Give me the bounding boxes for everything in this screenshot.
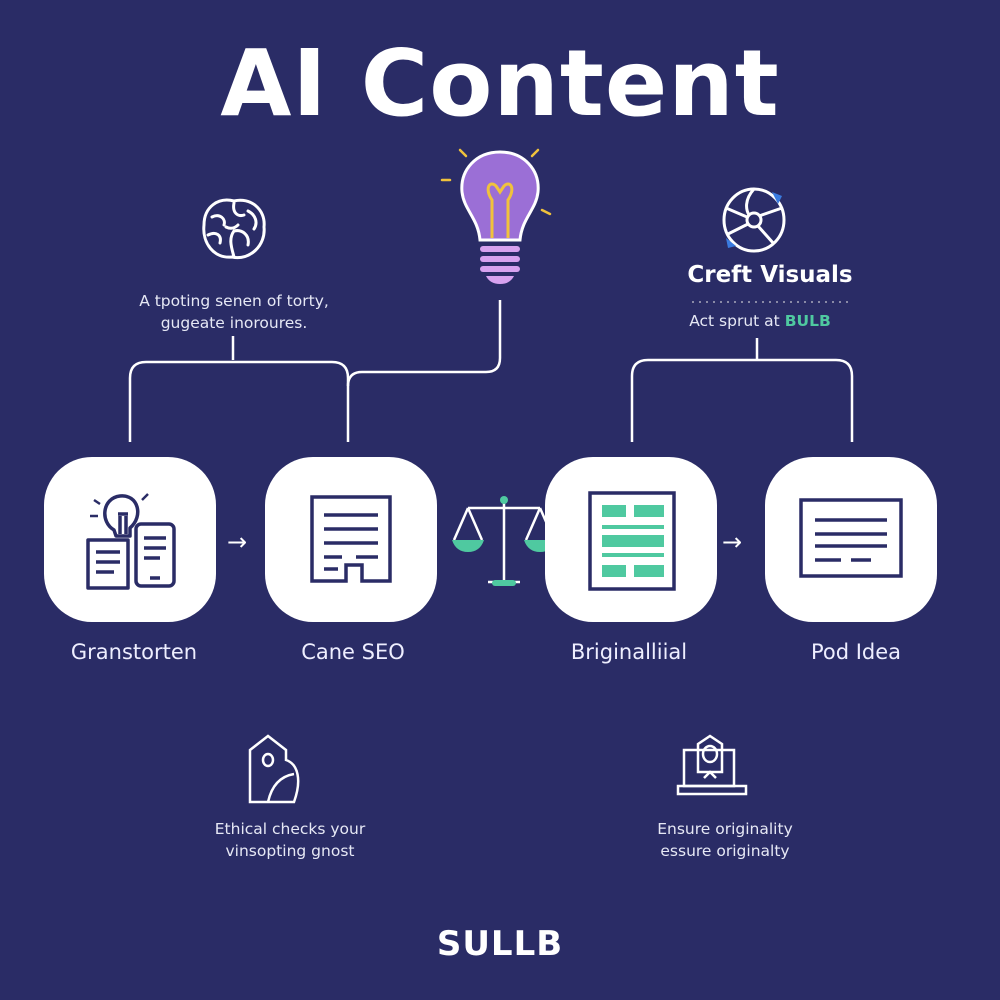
step-card-1[interactable] [44, 457, 216, 622]
desc-line: vinsopting gnost [225, 842, 355, 860]
globe-icon [722, 187, 786, 253]
step-card-2[interactable] [265, 457, 437, 622]
creft-visuals-heading: Creft Visuals [687, 262, 853, 288]
step-card-3[interactable] [545, 457, 717, 622]
top-right-description: Act sprut at BULB [650, 310, 870, 332]
desc-line: Ethical checks your [214, 820, 366, 838]
step-label-2: Cane SEO [301, 640, 405, 664]
arrow-right-icon: → [722, 528, 743, 556]
brand-logo: SULLB [436, 924, 564, 964]
brain-icon [202, 198, 266, 260]
arrow-right-icon: → [227, 528, 248, 556]
bottom-left-description: Ethical checks your vinsopting gnost [170, 818, 410, 862]
desc-text: Act sprut at [689, 312, 780, 330]
step-label-3: Briginalliial [570, 640, 688, 664]
bottom-right-description: Ensure originality essure originalty [605, 818, 845, 862]
step-card-4[interactable] [765, 457, 937, 622]
step-label-4: Pod Idea [810, 640, 902, 664]
idea-devices-icon [86, 492, 176, 590]
desc-line: gugeate inoroures. [160, 314, 308, 332]
desc-line: A tpoting senen of torty, [139, 292, 329, 310]
tag-icon [248, 734, 300, 804]
text-window-icon [799, 497, 903, 578]
bulb-highlight: BULB [784, 312, 831, 330]
lightbulb-icon [440, 148, 552, 284]
page-title: AI Content [220, 30, 780, 137]
laptop-eye-icon [676, 734, 748, 796]
layout-document-icon [588, 490, 676, 591]
desc-line: essure originalty [660, 842, 790, 860]
document-icon [310, 494, 392, 583]
step-label-1: Granstorten [70, 640, 198, 664]
desc-line: Ensure originality [657, 820, 793, 838]
top-left-description: A tpoting senen of torty, gugeate inorou… [100, 290, 368, 334]
balance-scale-icon [452, 496, 556, 586]
